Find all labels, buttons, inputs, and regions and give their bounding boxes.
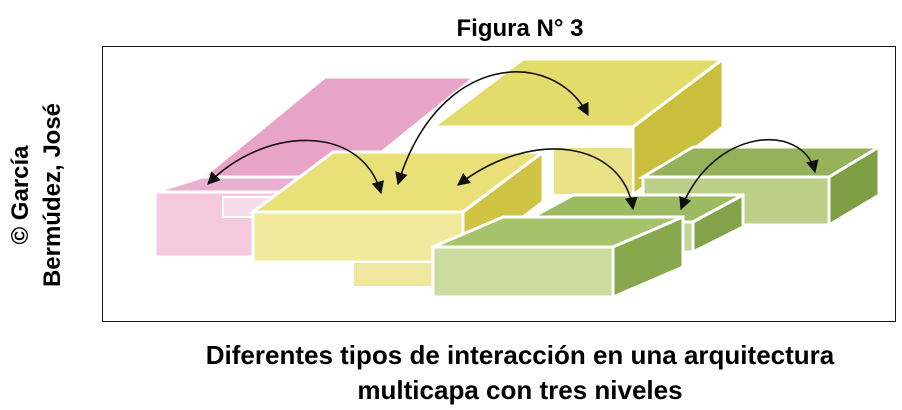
arrow-green-green [679, 138, 819, 211]
credit-line-1: © García [7, 145, 34, 245]
architecture-diagram [153, 55, 885, 300]
diagram-frame [102, 46, 896, 322]
caption-line-1: Diferentes tipos de interacción en una a… [205, 340, 835, 370]
arrow-yellow-yellow-top [395, 71, 589, 186]
interaction-arrows [207, 71, 819, 211]
arrow-pink-yellow [207, 139, 385, 195]
figure-caption: Diferentes tipos de interacción en una a… [0, 338, 902, 408]
credit-line-2: Bermúdez, José [39, 102, 66, 288]
figure-title: Figura N° 3 [456, 15, 584, 42]
author-credit: © García Bermúdez, José [5, 45, 75, 345]
caption-line-2: multicapa con tres niveles [357, 375, 683, 405]
arrow-yellow-green [456, 148, 638, 211]
